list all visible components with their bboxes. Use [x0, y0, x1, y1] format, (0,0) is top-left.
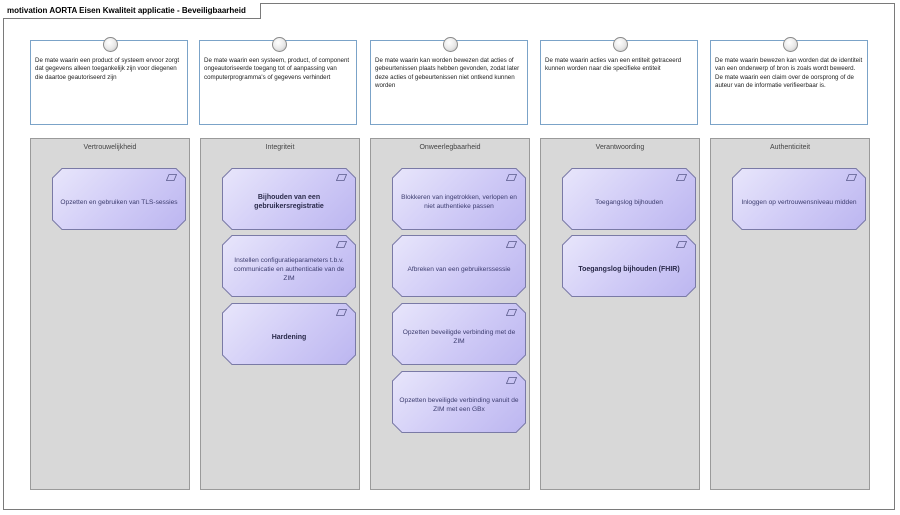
requirement-node[interactable]: Opzetten en gebruiken van TLS-sessies: [52, 168, 186, 230]
principle-box[interactable]: De mate waarin kan worden bewezen dat ac…: [370, 37, 528, 125]
aspect-column-title: Onweerlegbaarheid: [419, 144, 481, 151]
requirement-parallelogram-icon: [166, 174, 177, 181]
principle-text: De mate waarin een systeem, product, of …: [204, 57, 350, 81]
requirement-label: Opzetten beveiligde verbinding met de ZI…: [402, 329, 516, 345]
requirement-node[interactable]: Opzetten beveiligde verbinding met de ZI…: [392, 303, 526, 365]
aspect-column-title: Verantwoording: [595, 144, 645, 151]
aspect-column-title: Authenticiteit: [769, 144, 811, 151]
principle-box[interactable]: De mate waarin een systeem, product, of …: [199, 37, 357, 125]
requirement-label: Afbreken van een gebruikerssessie: [407, 265, 511, 273]
aspect-column-title: Integriteit: [265, 144, 295, 151]
aspect-column-title: Vertrouwelijkheid: [83, 144, 137, 151]
requirement-parallelogram-icon: [846, 174, 857, 181]
requirement-node[interactable]: Afbreken van een gebruikerssessie: [392, 235, 526, 297]
requirement-node[interactable]: Inloggen op vertrouwensniveau midden: [732, 168, 866, 230]
requirement-parallelogram-icon: [506, 241, 517, 248]
requirement-label: Hardening: [271, 333, 307, 341]
requirement-parallelogram-icon: [676, 174, 687, 181]
requirement-label: Opzetten en gebruiken van TLS-sessies: [60, 198, 178, 206]
principle-circle-icon: [443, 37, 458, 52]
requirement-label: Bijhouden van een gebruikersregistratie: [254, 194, 324, 210]
principle-box[interactable]: De mate waarin bewezen kan worden dat de…: [710, 37, 868, 125]
requirement-node[interactable]: Blokkeren van ingetrokken, verlopen en n…: [392, 168, 526, 230]
requirement-label: Instellen configuratieparameters t.b.v. …: [233, 256, 345, 282]
requirement-parallelogram-icon: [676, 241, 687, 248]
principle-text: De mate waarin bewezen kan worden dat de…: [715, 57, 863, 90]
principle-text: De mate waarin kan worden bewezen dat ac…: [375, 57, 520, 90]
requirement-node[interactable]: Hardening: [222, 303, 356, 365]
principle-box[interactable]: De mate waarin een product of systeem er…: [30, 37, 188, 125]
principle-circle-icon: [783, 37, 798, 52]
principle-circle-icon: [272, 37, 287, 52]
principle-text: De mate waarin een product of systeem er…: [35, 57, 180, 81]
requirement-parallelogram-icon: [336, 309, 347, 316]
requirement-parallelogram-icon: [336, 174, 347, 181]
requirement-parallelogram-icon: [506, 377, 517, 384]
requirement-label: Toegangslog bijhouden: [595, 198, 663, 206]
requirement-label: Toegangslog bijhouden (FHIR): [578, 265, 680, 273]
requirement-label: Blokkeren van ingetrokken, verlopen en n…: [401, 194, 517, 210]
diagram-title: motivation AORTA Eisen Kwaliteit applica…: [3, 3, 261, 19]
requirement-node[interactable]: Toegangslog bijhouden: [562, 168, 696, 230]
requirement-parallelogram-icon: [336, 241, 347, 248]
requirement-node[interactable]: Opzetten beveiligde verbinding vanuit de…: [392, 371, 526, 433]
principle-circle-icon: [103, 37, 118, 52]
requirement-parallelogram-icon: [506, 309, 517, 316]
requirement-label: Inloggen op vertrouwensniveau midden: [741, 198, 857, 206]
principle-circle-icon: [613, 37, 628, 52]
requirement-node[interactable]: Instellen configuratieparameters t.b.v. …: [222, 235, 356, 297]
requirement-node[interactable]: Bijhouden van een gebruikersregistratie: [222, 168, 356, 230]
requirement-label: Opzetten beveiligde verbinding vanuit de…: [399, 397, 519, 413]
principle-text: De mate waarin acties van een entiteit g…: [545, 57, 682, 73]
requirement-parallelogram-icon: [506, 174, 517, 181]
requirement-node[interactable]: Toegangslog bijhouden (FHIR): [562, 235, 696, 297]
principle-box[interactable]: De mate waarin acties van een entiteit g…: [540, 37, 698, 125]
